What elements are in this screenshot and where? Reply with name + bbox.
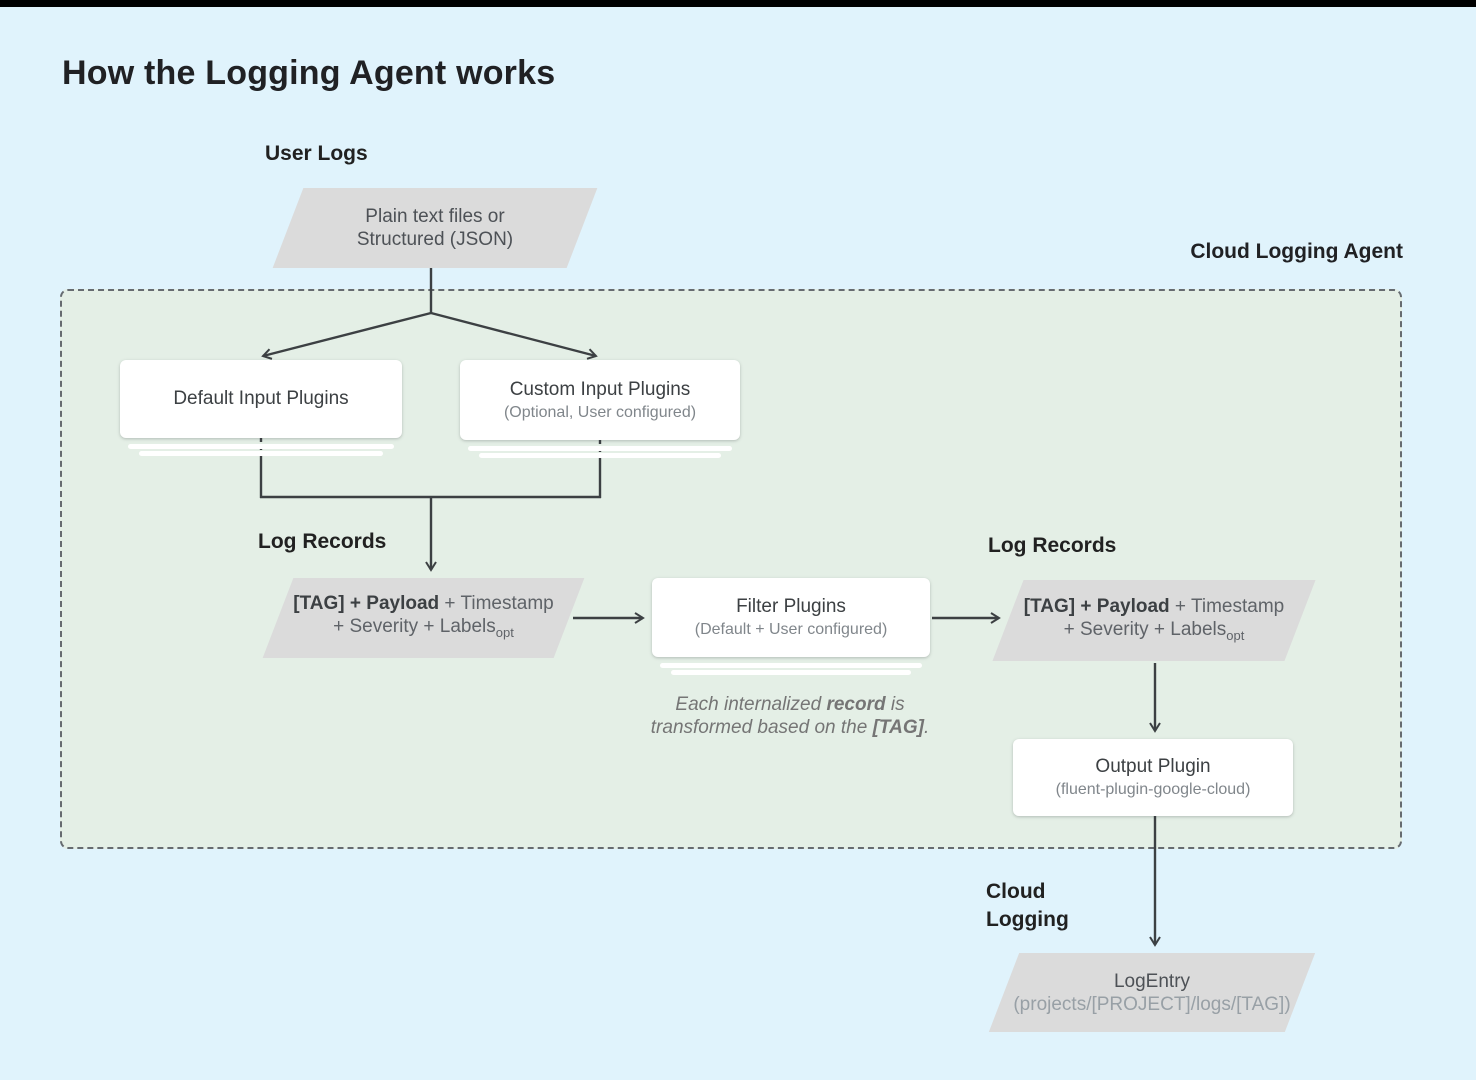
- top-black-bar: [0, 0, 1476, 7]
- paper-stack-sheet: [479, 453, 721, 458]
- default-input-plugins-box: Default Input Plugins: [120, 360, 402, 438]
- custom-input-plugins-box: Custom Input Plugins (Optional, User con…: [460, 360, 740, 440]
- paper-stack-sheet: [671, 670, 911, 675]
- cloud-logging-label: Cloud Logging: [986, 880, 1069, 931]
- cloud-logging-agent-label: Cloud Logging Agent: [1190, 240, 1403, 263]
- user-input-node: Plain text files or Structured (JSON): [272, 188, 598, 268]
- output-plugin-box: Output Plugin (fluent-plugin-google-clou…: [1013, 739, 1293, 816]
- log-entry-node: LogEntry (projects/[PROJECT]/logs/[TAG]): [988, 953, 1316, 1032]
- log-records-left-label: Log Records: [258, 530, 387, 553]
- paper-stack-sheet: [128, 444, 394, 449]
- page-title: How the Logging Agent works: [62, 54, 556, 92]
- log-record-right-node: [TAG] + Payload + Timestamp + Severity +…: [992, 580, 1316, 661]
- paper-stack-sheet: [468, 446, 732, 451]
- log-records-right-label: Log Records: [988, 534, 1117, 557]
- paper-stack-sheet: [660, 663, 922, 668]
- filter-note: Each internalized record is transformed …: [650, 694, 930, 738]
- paper-stack-sheet: [139, 451, 383, 456]
- user-logs-label: User Logs: [265, 142, 368, 165]
- wire-to-default-input: [261, 311, 432, 360]
- wire-to-custom-input: [430, 311, 598, 360]
- log-record-left-node: [TAG] + Payload + Timestamp + Severity +…: [262, 578, 585, 658]
- filter-plugins-box: Filter Plugins (Default + User configure…: [652, 578, 930, 657]
